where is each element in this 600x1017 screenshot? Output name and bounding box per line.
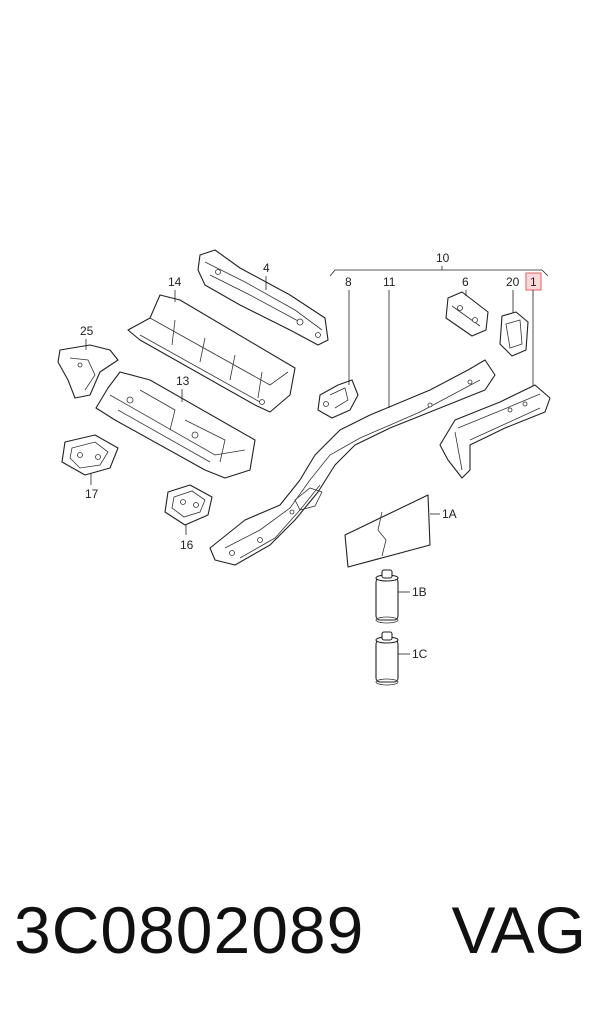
callout-13: 13: [176, 374, 190, 388]
part-1-longitudinal-member: [439, 384, 551, 479]
part-4-cross-member: [197, 249, 329, 346]
part-number: 3C0802089: [14, 893, 365, 967]
part-1b-can: [375, 569, 399, 624]
callout-25: 25: [80, 324, 94, 338]
callout-11: 11: [383, 275, 396, 289]
callout-6: 6: [462, 275, 469, 289]
callout-1: 1: [530, 275, 537, 289]
part-1a-strip: [344, 494, 431, 568]
callout-16: 16: [180, 538, 194, 552]
part-16-plate: [164, 484, 213, 526]
callout-1b: 1B: [412, 585, 427, 599]
callout-1a: 1A: [442, 507, 457, 521]
part-8-bracket: [317, 379, 359, 419]
callout-1-highlight: [525, 272, 542, 291]
part-20-bracket: [499, 311, 529, 357]
callout-8: 8: [345, 275, 352, 289]
callout-1c: 1C: [412, 647, 428, 661]
part-13-floor-member: [95, 371, 256, 479]
callout-20: 20: [506, 275, 520, 289]
callout-17: 17: [85, 487, 99, 501]
part-14-cross-member: [127, 294, 296, 413]
callout-4: 4: [263, 261, 270, 275]
part-11-side-member: [209, 359, 496, 566]
parts-diagram: 4 14 25 13 17: [57, 249, 551, 686]
brand-label: VAG: [451, 893, 586, 967]
callout-14: 14: [168, 275, 182, 289]
part-6-plate: [445, 291, 489, 337]
callout-group-10-bracket: [329, 266, 549, 277]
part-25-bracket: [57, 344, 119, 399]
callout-10: 10: [436, 251, 450, 265]
part-17-plate: [61, 434, 119, 476]
part-1c-can: [375, 631, 399, 686]
